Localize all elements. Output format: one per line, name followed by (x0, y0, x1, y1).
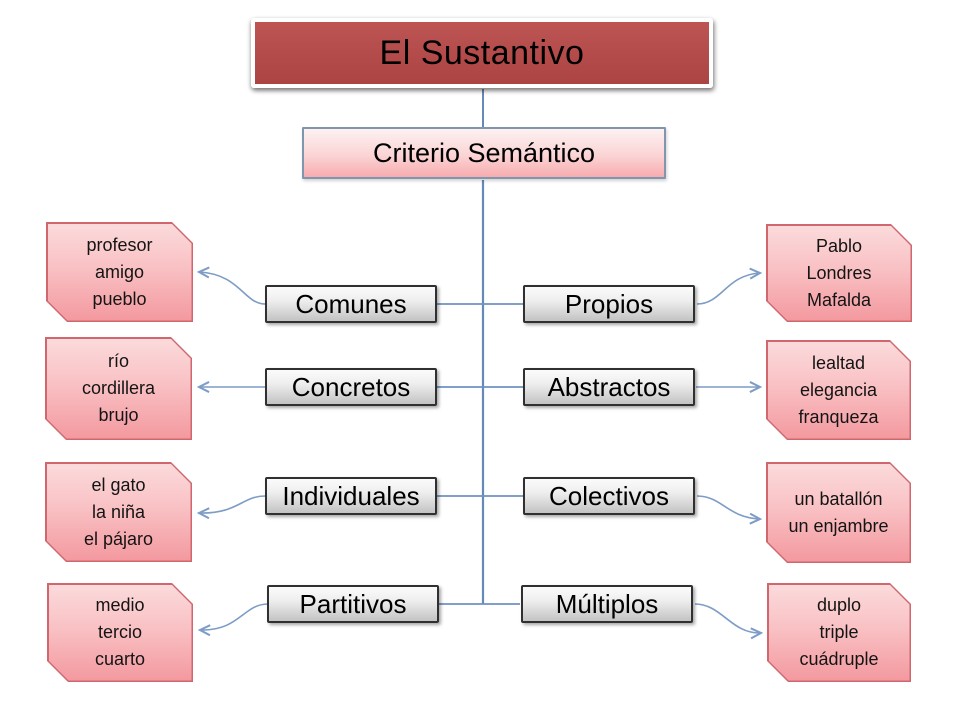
category-label: Múltiplos (555, 588, 659, 619)
subtitle-box: Criterio Semántico (302, 127, 666, 179)
example-line: franqueza (798, 406, 879, 427)
example-line: cuádruple (799, 649, 879, 669)
examples-comunes: profesor amigo pueblo (46, 222, 193, 322)
category-label: Concretos (291, 371, 411, 402)
category-comunes: Comunes (265, 285, 437, 323)
examples-multiplos: duplo triple cuádruple (767, 583, 911, 682)
example-line: brujo (98, 405, 139, 425)
example-line: elegancia (799, 379, 878, 400)
examples-individuales-text: el gato la niña el pájaro (47, 464, 191, 561)
category-label: Colectivos (549, 480, 669, 511)
page-title: El Sustantivo (379, 33, 585, 72)
example-line: Londres (806, 262, 872, 283)
subtitle-label: Criterio Semántico (372, 137, 596, 168)
example-line: un batallón (794, 488, 883, 509)
example-line: Pablo (815, 235, 863, 256)
arrow-propios-to-examples (696, 273, 760, 305)
example-line: lealtad (811, 352, 866, 373)
category-concretos: Concretos (265, 368, 437, 406)
examples-concretos-text: río cordillera brujo (47, 339, 191, 439)
example-line: triple (819, 622, 859, 642)
category-propios: Propios (523, 285, 695, 323)
example-line: cuarto (94, 649, 146, 669)
examples-abstractos-text: lealtad elegancia franqueza (768, 342, 910, 439)
arrow-individuales-to-examples (199, 495, 266, 513)
examples-comunes-text: profesor amigo pueblo (48, 224, 192, 321)
category-label: Comunes (295, 288, 407, 319)
arrow-partitivos-to-examples (200, 603, 269, 630)
example-line: pueblo (92, 288, 147, 309)
examples-propios: Pablo Londres Mafalda (766, 224, 912, 322)
arrow-comunes-to-examples (199, 272, 266, 305)
arrow-multiplos-to-examples (694, 603, 761, 633)
category-multiplos: Múltiplos (521, 585, 693, 623)
title-box: El Sustantivo (251, 18, 713, 88)
example-line: profesor (86, 234, 153, 255)
category-partitivos: Partitivos (267, 585, 439, 623)
category-individuales: Individuales (265, 477, 437, 515)
example-line: el pájaro (83, 528, 154, 549)
category-label: Abstractos (547, 371, 671, 402)
examples-concretos: río cordillera brujo (45, 337, 192, 440)
example-line: medio (95, 595, 145, 615)
examples-colectivos: un batallón un enjambre (766, 462, 911, 563)
example-line: Mafalda (806, 289, 872, 310)
category-label: Partitivos (299, 588, 407, 619)
examples-partitivos: medio tercio cuarto (47, 583, 193, 682)
example-line: duplo (816, 595, 862, 615)
example-line: el gato (91, 474, 146, 495)
example-line: cordillera (81, 378, 156, 398)
example-line: la niña (91, 501, 146, 522)
examples-propios-text: Pablo Londres Mafalda (768, 226, 911, 321)
category-label: Propios (564, 288, 654, 319)
examples-partitivos-text: medio tercio cuarto (49, 585, 192, 681)
example-line: tercio (97, 622, 142, 642)
category-label: Individuales (282, 480, 420, 511)
example-line: amigo (94, 261, 145, 282)
examples-individuales: el gato la niña el pájaro (45, 462, 192, 562)
example-line: un enjambre (788, 515, 889, 536)
examples-colectivos-text: un batallón un enjambre (768, 464, 910, 562)
example-line: río (107, 351, 129, 371)
examples-abstractos: lealtad elegancia franqueza (766, 340, 911, 440)
category-colectivos: Colectivos (523, 477, 695, 515)
category-abstractos: Abstractos (523, 368, 695, 406)
arrow-colectivos-to-examples (696, 495, 760, 519)
examples-multiplos-text: duplo triple cuádruple (769, 585, 910, 681)
